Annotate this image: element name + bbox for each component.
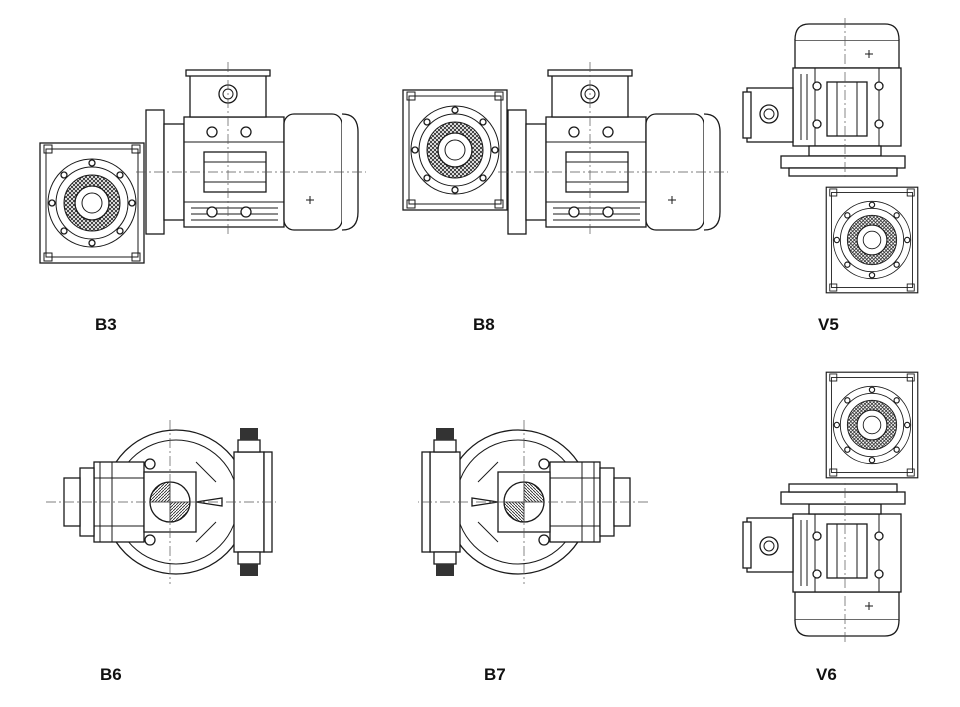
label-v6: V6 <box>816 665 837 684</box>
v5-assembly <box>742 17 919 294</box>
b8-assembly <box>402 61 729 235</box>
label-v5: V5 <box>818 315 839 334</box>
label-b8: B8 <box>473 315 495 334</box>
label-b7: B7 <box>484 665 506 684</box>
label-b3: B3 <box>95 315 117 334</box>
label-b6: B6 <box>100 665 122 684</box>
b3-assembly <box>39 61 367 264</box>
v6-assembly <box>742 371 919 643</box>
b7-assembly <box>417 419 649 585</box>
b6-assembly <box>45 419 277 585</box>
